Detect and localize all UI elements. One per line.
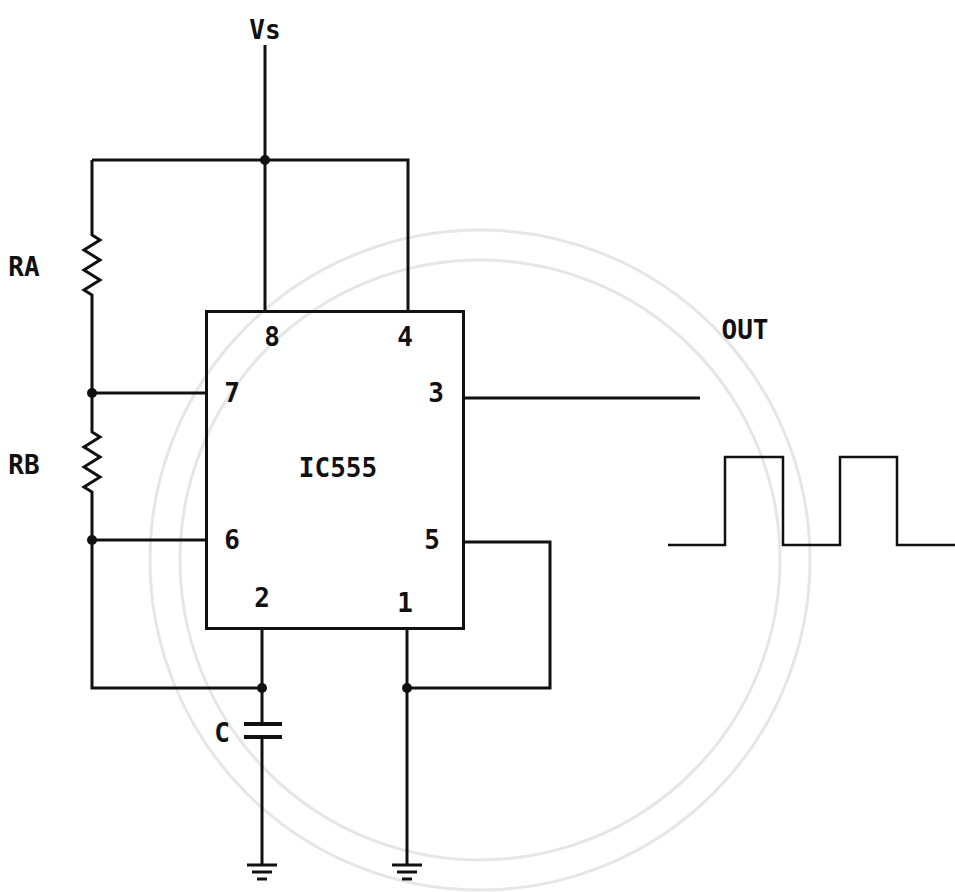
square-waveform (668, 457, 955, 545)
capacitor-symbol (244, 724, 282, 737)
watermark-seal (150, 230, 810, 890)
pin-number: 6 (224, 527, 240, 553)
control-wire (407, 542, 550, 688)
pin-number: 7 (224, 380, 240, 406)
resistor-label: RA (8, 254, 39, 280)
supply-wire (264, 45, 267, 310)
ic-package-box: IC555 (205, 310, 465, 630)
junction-dots (87, 155, 412, 693)
pin-number: 1 (397, 590, 413, 616)
ground-symbol (247, 865, 277, 879)
capacitor-label: C (214, 720, 230, 746)
threshold-wire (92, 540, 262, 688)
pin-number: 8 (264, 324, 280, 350)
ic-name: IC555 (299, 455, 377, 481)
ground-wire (406, 630, 409, 865)
pin-number: 3 (428, 380, 444, 406)
resistor-symbol (84, 160, 205, 393)
output-label: OUT (722, 317, 769, 343)
trigger-wire (261, 630, 264, 724)
pin-number: 4 (397, 324, 413, 350)
supply-label: Vs (249, 17, 280, 43)
output-wire (465, 397, 700, 400)
pin-number: 2 (254, 585, 270, 611)
ground-wire (261, 737, 264, 865)
supply-bus (92, 160, 408, 310)
resistor-symbol (84, 393, 205, 540)
resistor-label: RB (8, 452, 39, 478)
pin-number: 5 (424, 527, 440, 553)
ground-symbol (392, 865, 422, 879)
